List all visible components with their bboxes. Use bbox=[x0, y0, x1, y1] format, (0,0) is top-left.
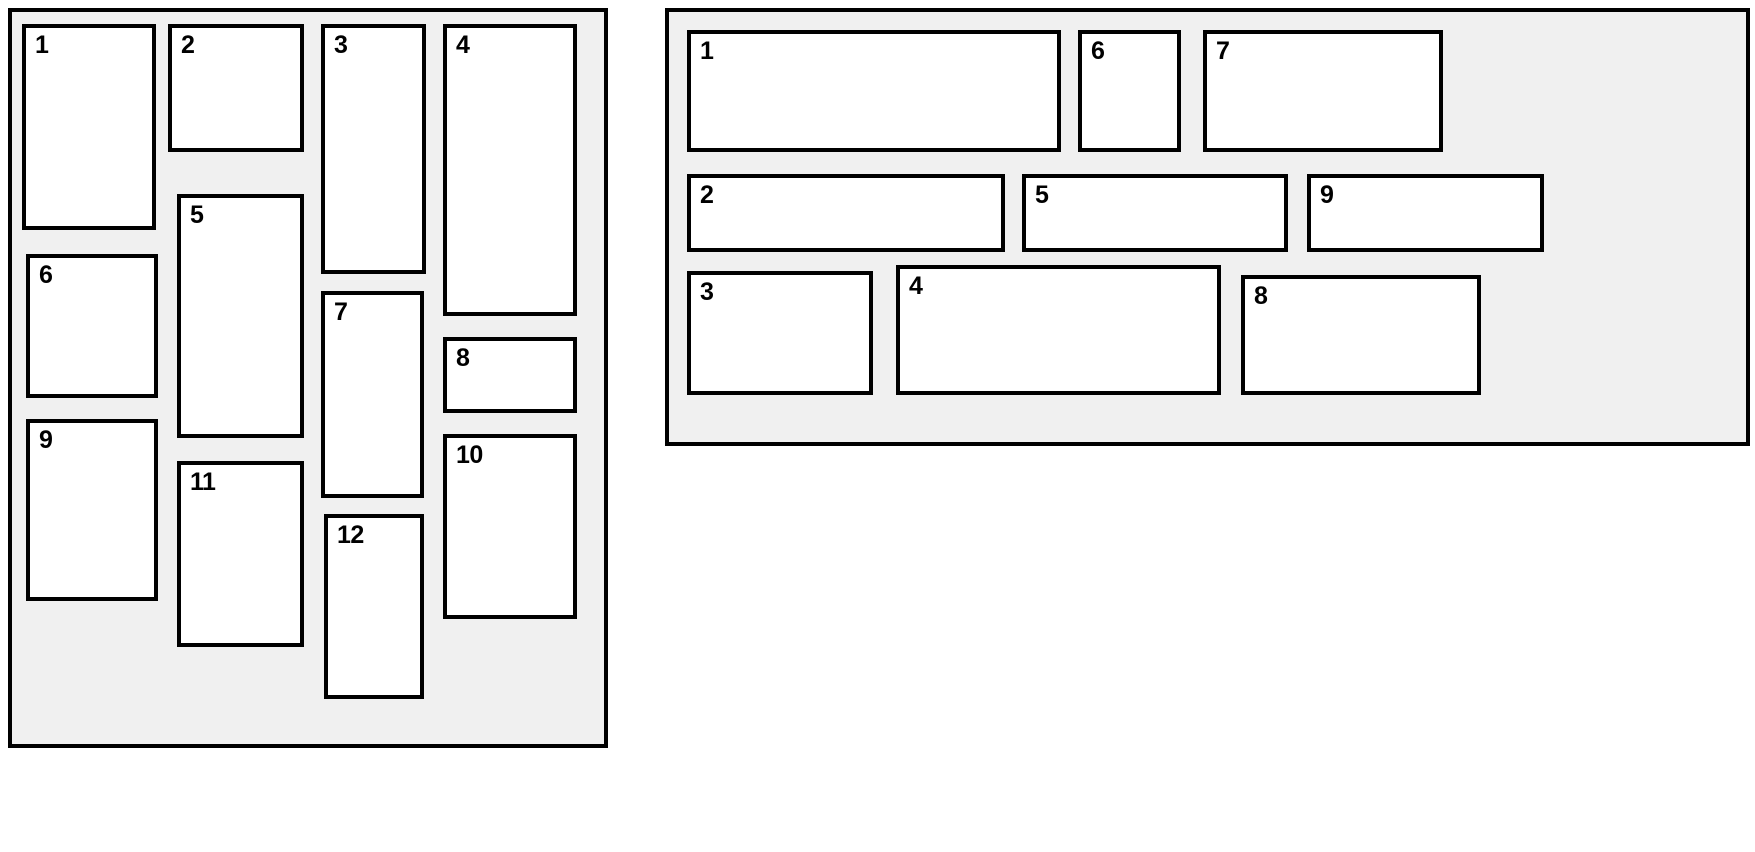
region-box-12[interactable]: 12 bbox=[324, 514, 424, 699]
region-label: 7 bbox=[1216, 37, 1230, 65]
region-box-7[interactable]: 7 bbox=[321, 291, 424, 498]
region-box-3[interactable]: 3 bbox=[321, 24, 426, 274]
region-label: 4 bbox=[456, 31, 470, 59]
region-label: 9 bbox=[39, 426, 53, 454]
region-box-7[interactable]: 7 bbox=[1203, 30, 1443, 152]
region-label: 7 bbox=[334, 298, 348, 326]
region-label: 12 bbox=[337, 521, 364, 549]
region-label: 10 bbox=[456, 441, 483, 469]
region-label: 8 bbox=[1254, 282, 1268, 310]
region-label: 11 bbox=[190, 468, 216, 496]
region-label: 3 bbox=[700, 278, 714, 306]
region-box-4[interactable]: 4 bbox=[896, 265, 1221, 395]
region-label: 6 bbox=[39, 261, 53, 289]
region-box-2[interactable]: 2 bbox=[687, 174, 1005, 252]
region-label: 8 bbox=[456, 344, 470, 372]
region-label: 9 bbox=[1320, 181, 1334, 209]
region-box-5[interactable]: 5 bbox=[177, 194, 304, 438]
region-label: 3 bbox=[334, 31, 348, 59]
region-box-2[interactable]: 2 bbox=[168, 24, 304, 152]
region-box-8[interactable]: 8 bbox=[1241, 275, 1481, 395]
region-box-9[interactable]: 9 bbox=[1307, 174, 1544, 252]
region-label: 5 bbox=[1035, 181, 1049, 209]
region-box-6[interactable]: 6 bbox=[1078, 30, 1181, 152]
region-label: 4 bbox=[909, 272, 923, 300]
region-label: 1 bbox=[35, 31, 49, 59]
region-box-11[interactable]: 11 bbox=[177, 461, 304, 647]
region-box-5[interactable]: 5 bbox=[1022, 174, 1288, 252]
region-box-4[interactable]: 4 bbox=[443, 24, 577, 316]
right-panel: 1 6 7 2 5 9 3 4 8 bbox=[665, 8, 1750, 446]
region-box-3[interactable]: 3 bbox=[687, 271, 873, 395]
region-label: 2 bbox=[181, 31, 195, 59]
region-label: 1 bbox=[700, 37, 714, 65]
region-box-10[interactable]: 10 bbox=[443, 434, 577, 619]
region-label: 6 bbox=[1091, 37, 1105, 65]
region-label: 5 bbox=[190, 201, 204, 229]
region-box-9[interactable]: 9 bbox=[26, 419, 158, 601]
region-box-8[interactable]: 8 bbox=[443, 337, 577, 413]
region-box-1[interactable]: 1 bbox=[687, 30, 1061, 152]
region-box-1[interactable]: 1 bbox=[22, 24, 156, 230]
region-box-6[interactable]: 6 bbox=[26, 254, 158, 398]
region-label: 2 bbox=[700, 181, 714, 209]
